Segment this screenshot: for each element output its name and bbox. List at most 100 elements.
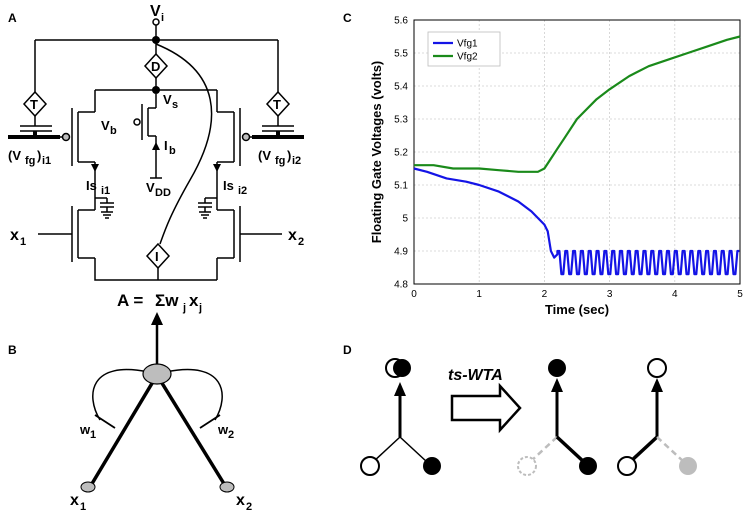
mid-output-node <box>548 359 566 377</box>
vs-label: V <box>163 92 172 107</box>
panel-d-wta: D ts-WTA <box>343 343 697 476</box>
legend-label-vfg1: Vfg1 <box>457 39 478 50</box>
input-x2-node <box>219 481 235 493</box>
b-x2-subscript: 2 <box>246 501 252 513</box>
vb-subscript: b <box>110 125 117 137</box>
w1-synapse-mark <box>94 414 116 429</box>
y-tick-label: 5.4 <box>394 82 408 93</box>
soma <box>142 363 172 385</box>
nmos-right <box>216 206 282 280</box>
b-x2-label: x <box>236 492 245 509</box>
y-tick-label: 5 <box>402 214 408 225</box>
panel-a-circuit: A V i D V s T T <box>8 3 304 281</box>
w2-synapse-mark <box>199 414 221 429</box>
x-tick-label: 0 <box>411 289 417 300</box>
panel-d-letter: D <box>343 343 352 357</box>
svg-text:x: x <box>189 291 199 310</box>
y-tick-label: 5.1 <box>394 181 408 192</box>
vdd-subscript: DD <box>155 187 171 199</box>
series-line-vfg2 <box>414 35 741 173</box>
ts-wta-label: ts-WTA <box>448 367 503 384</box>
right-dendrite-strong <box>628 435 659 464</box>
x-tick-label: 5 <box>737 289 743 300</box>
i-element: I <box>145 242 171 270</box>
b-x1-label: x <box>70 492 79 509</box>
svg-text:i1: i1 <box>42 155 51 167</box>
t-element-right: T <box>265 90 291 118</box>
vdd-label: V <box>146 180 155 195</box>
y-tick-label: 4.8 <box>394 280 408 291</box>
is-i1-subscript: i1 <box>101 185 110 197</box>
input-x1-node <box>80 481 96 493</box>
b-x1-subscript: 1 <box>80 501 86 513</box>
x-tick-label: 4 <box>672 289 678 300</box>
y-tick-label: 5.2 <box>394 148 408 159</box>
vfg-i1-label: (V fg ) i1 <box>8 148 51 167</box>
ib-subscript: b <box>169 145 176 157</box>
svg-text:i2: i2 <box>292 155 301 167</box>
svg-text:fg: fg <box>275 155 285 167</box>
before-input-filled-node <box>423 457 441 475</box>
x-axis-label: Time (sec) <box>545 302 609 317</box>
x2-subscript: 2 <box>298 236 304 248</box>
is-i1-label: Is <box>86 178 97 193</box>
mid-dendrite-weak <box>529 436 558 463</box>
y-tick-label: 5.6 <box>394 16 408 27</box>
vs-subscript: s <box>172 99 178 111</box>
vi-label: V <box>150 3 161 20</box>
ib-label: I <box>164 138 168 153</box>
x-tick-label: 1 <box>476 289 482 300</box>
series-line-vfg1 <box>413 167 740 276</box>
x2-label: x <box>288 227 297 244</box>
x1-subscript: 1 <box>20 236 26 248</box>
before-input-open-node <box>360 456 380 476</box>
plot-frame <box>413 19 741 285</box>
t-left-label: T <box>30 97 38 112</box>
y-tick-label: 5.3 <box>394 115 408 126</box>
right-input-left-node <box>617 456 637 476</box>
nmos-left <box>38 206 217 281</box>
output-arrow <box>151 312 163 325</box>
x-tick-label: 3 <box>607 289 613 300</box>
is-i2-arrow <box>213 164 221 172</box>
neuron-output-formula: A = Σw j x j <box>117 291 202 314</box>
legend-box <box>427 31 501 67</box>
d-element: D <box>143 52 169 80</box>
dendrite-2 <box>155 374 228 488</box>
svg-text:): ) <box>287 148 291 163</box>
w2-feedback-loop <box>165 368 223 421</box>
w1-label: w <box>79 422 91 437</box>
svg-text:(V: (V <box>258 148 271 163</box>
svg-text:): ) <box>37 148 41 163</box>
vfg-i2-label: (V fg ) i2 <box>258 148 301 167</box>
svg-text:(V: (V <box>8 148 21 163</box>
d-label: D <box>151 59 160 74</box>
is-i2-label: Is <box>223 178 234 193</box>
x-tick-label: 2 <box>542 289 548 300</box>
mid-input-right-node <box>579 457 597 475</box>
before-dendrite-right <box>399 436 428 463</box>
svg-text:fg: fg <box>25 155 35 167</box>
feedback-wire <box>155 43 213 245</box>
before-output-filled-node <box>393 359 411 377</box>
panel-c-letter: C <box>343 11 352 25</box>
w1-subscript: 1 <box>90 429 96 441</box>
wta-before <box>360 358 441 476</box>
x1-label: x <box>10 227 19 244</box>
svg-text:A =: A = <box>117 291 143 310</box>
w2-subscript: 2 <box>228 429 234 441</box>
legend-label-vfg2: Vfg2 <box>457 52 478 63</box>
i-label: I <box>155 249 159 264</box>
capacitor-left <box>95 197 114 219</box>
panel-b-letter: B <box>8 343 17 357</box>
dendrite-1 <box>88 374 159 488</box>
y-tick-label: 4.9 <box>394 247 408 258</box>
y-tick-label: 5.5 <box>394 49 408 60</box>
svg-text:j: j <box>198 302 202 314</box>
transform-arrow-icon <box>450 382 522 434</box>
before-dendrite-left <box>372 436 401 463</box>
t-right-label: T <box>273 97 281 112</box>
